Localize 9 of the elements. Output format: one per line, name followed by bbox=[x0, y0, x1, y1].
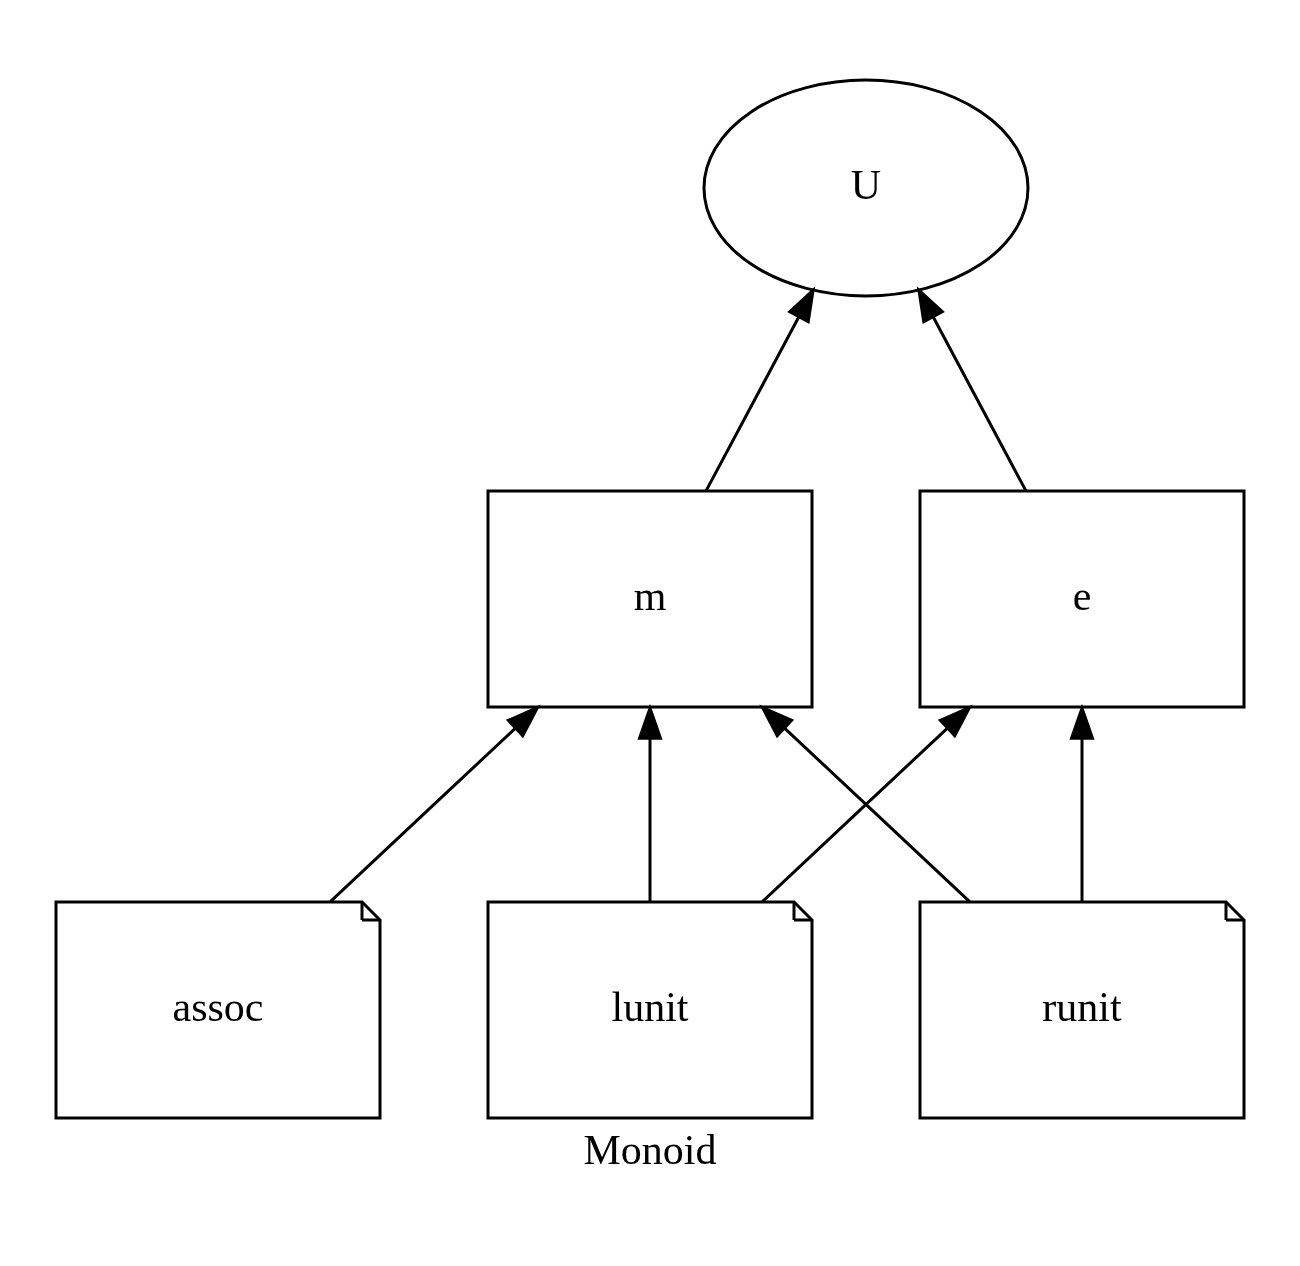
arrow bbox=[329, 703, 541, 903]
node-box: m bbox=[486, 489, 814, 708]
node-box: e bbox=[918, 489, 1246, 708]
node-ellipse: U bbox=[702, 78, 1030, 297]
arrow bbox=[637, 703, 663, 902]
arrow bbox=[916, 285, 1028, 491]
arrow bbox=[1069, 703, 1095, 902]
arrow bbox=[704, 285, 816, 491]
caption: Monoid bbox=[583, 1126, 717, 1173]
